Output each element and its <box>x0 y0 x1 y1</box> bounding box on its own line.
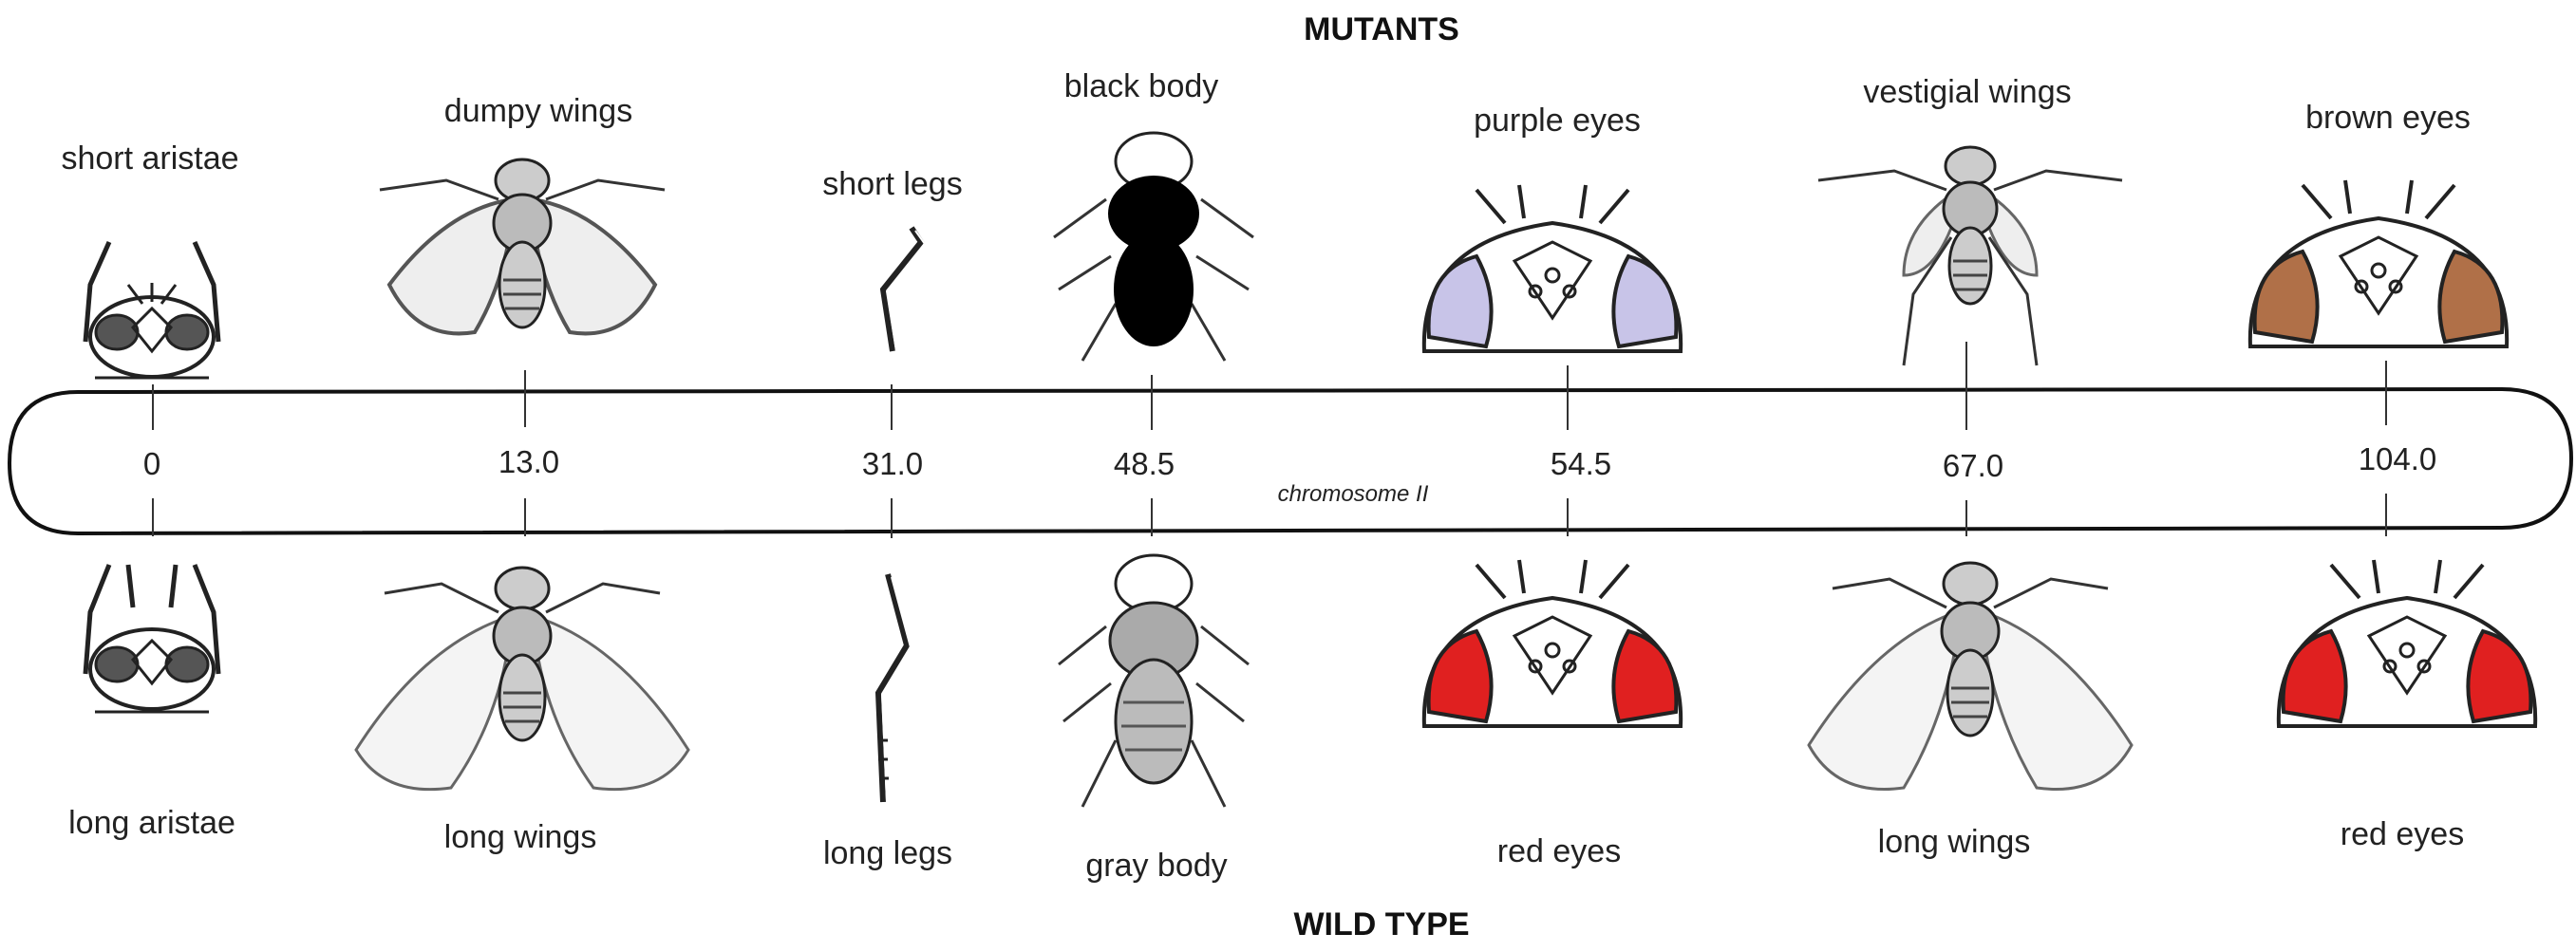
mutant-label-dumpy-wings: dumpy wings <box>444 93 632 130</box>
tick-bottom <box>891 498 893 538</box>
tick-bottom <box>152 498 154 536</box>
tick-bottom <box>1965 500 1967 536</box>
tick-top <box>2385 361 2387 425</box>
tick-top <box>152 384 154 430</box>
tick-top <box>1151 375 1153 430</box>
short-aristae-head-icon <box>52 218 252 384</box>
tick-bottom <box>524 498 526 536</box>
red-eyes-head-icon-2 <box>2265 560 2549 740</box>
mutant-label-short-aristae: short aristae <box>61 140 238 177</box>
map-position-13: 13.0 <box>498 444 559 480</box>
wild-label-long-wings: long wings <box>444 819 597 856</box>
red-eyes-head-icon <box>1410 560 1695 740</box>
tick-top <box>524 370 526 427</box>
wild-label-gray-body: gray body <box>1085 848 1227 885</box>
brown-eyes-head-icon <box>2236 180 2521 361</box>
map-position-54-5: 54.5 <box>1551 446 1611 482</box>
mutant-label-vestigial-wings: vestigial wings <box>1863 74 2071 111</box>
wild-label-long-wings-2: long wings <box>1878 824 2031 861</box>
map-position-0: 0 <box>143 446 160 482</box>
tick-top <box>891 384 893 430</box>
mutant-label-purple-eyes: purple eyes <box>1474 103 1641 140</box>
map-position-67: 67.0 <box>1943 448 2003 484</box>
wild-label-red-eyes-2: red eyes <box>2341 816 2464 853</box>
long-wings-fly-icon-2 <box>1799 546 2141 802</box>
map-position-104: 104.0 <box>2359 441 2437 477</box>
wild-label-long-legs: long legs <box>823 835 952 872</box>
mutant-label-short-legs: short legs <box>822 166 962 203</box>
map-position-48-5: 48.5 <box>1114 446 1175 482</box>
map-position-31: 31.0 <box>862 446 923 482</box>
tick-bottom <box>2385 494 2387 536</box>
dumpy-wings-fly-icon <box>361 142 684 370</box>
short-leg-icon <box>855 223 931 356</box>
long-leg-icon <box>850 569 926 807</box>
tick-top <box>1567 365 1569 430</box>
purple-eyes-head-icon <box>1410 185 1695 365</box>
mutant-label-black-body: black body <box>1064 68 1219 105</box>
long-wings-fly-icon <box>347 551 698 797</box>
gray-body-fly-icon <box>1040 541 1268 816</box>
tick-bottom <box>1151 498 1153 536</box>
vestigial-wings-fly-icon <box>1809 133 2132 370</box>
tick-bottom <box>1567 498 1569 536</box>
chromosome-label: chromosome II <box>1278 481 1429 508</box>
wild-label-red-eyes: red eyes <box>1497 833 1621 870</box>
mutant-label-brown-eyes: brown eyes <box>2305 100 2471 137</box>
black-body-fly-icon <box>1035 123 1272 370</box>
long-aristae-head-icon <box>52 551 252 721</box>
wild-label-long-aristae: long aristae <box>68 805 235 842</box>
